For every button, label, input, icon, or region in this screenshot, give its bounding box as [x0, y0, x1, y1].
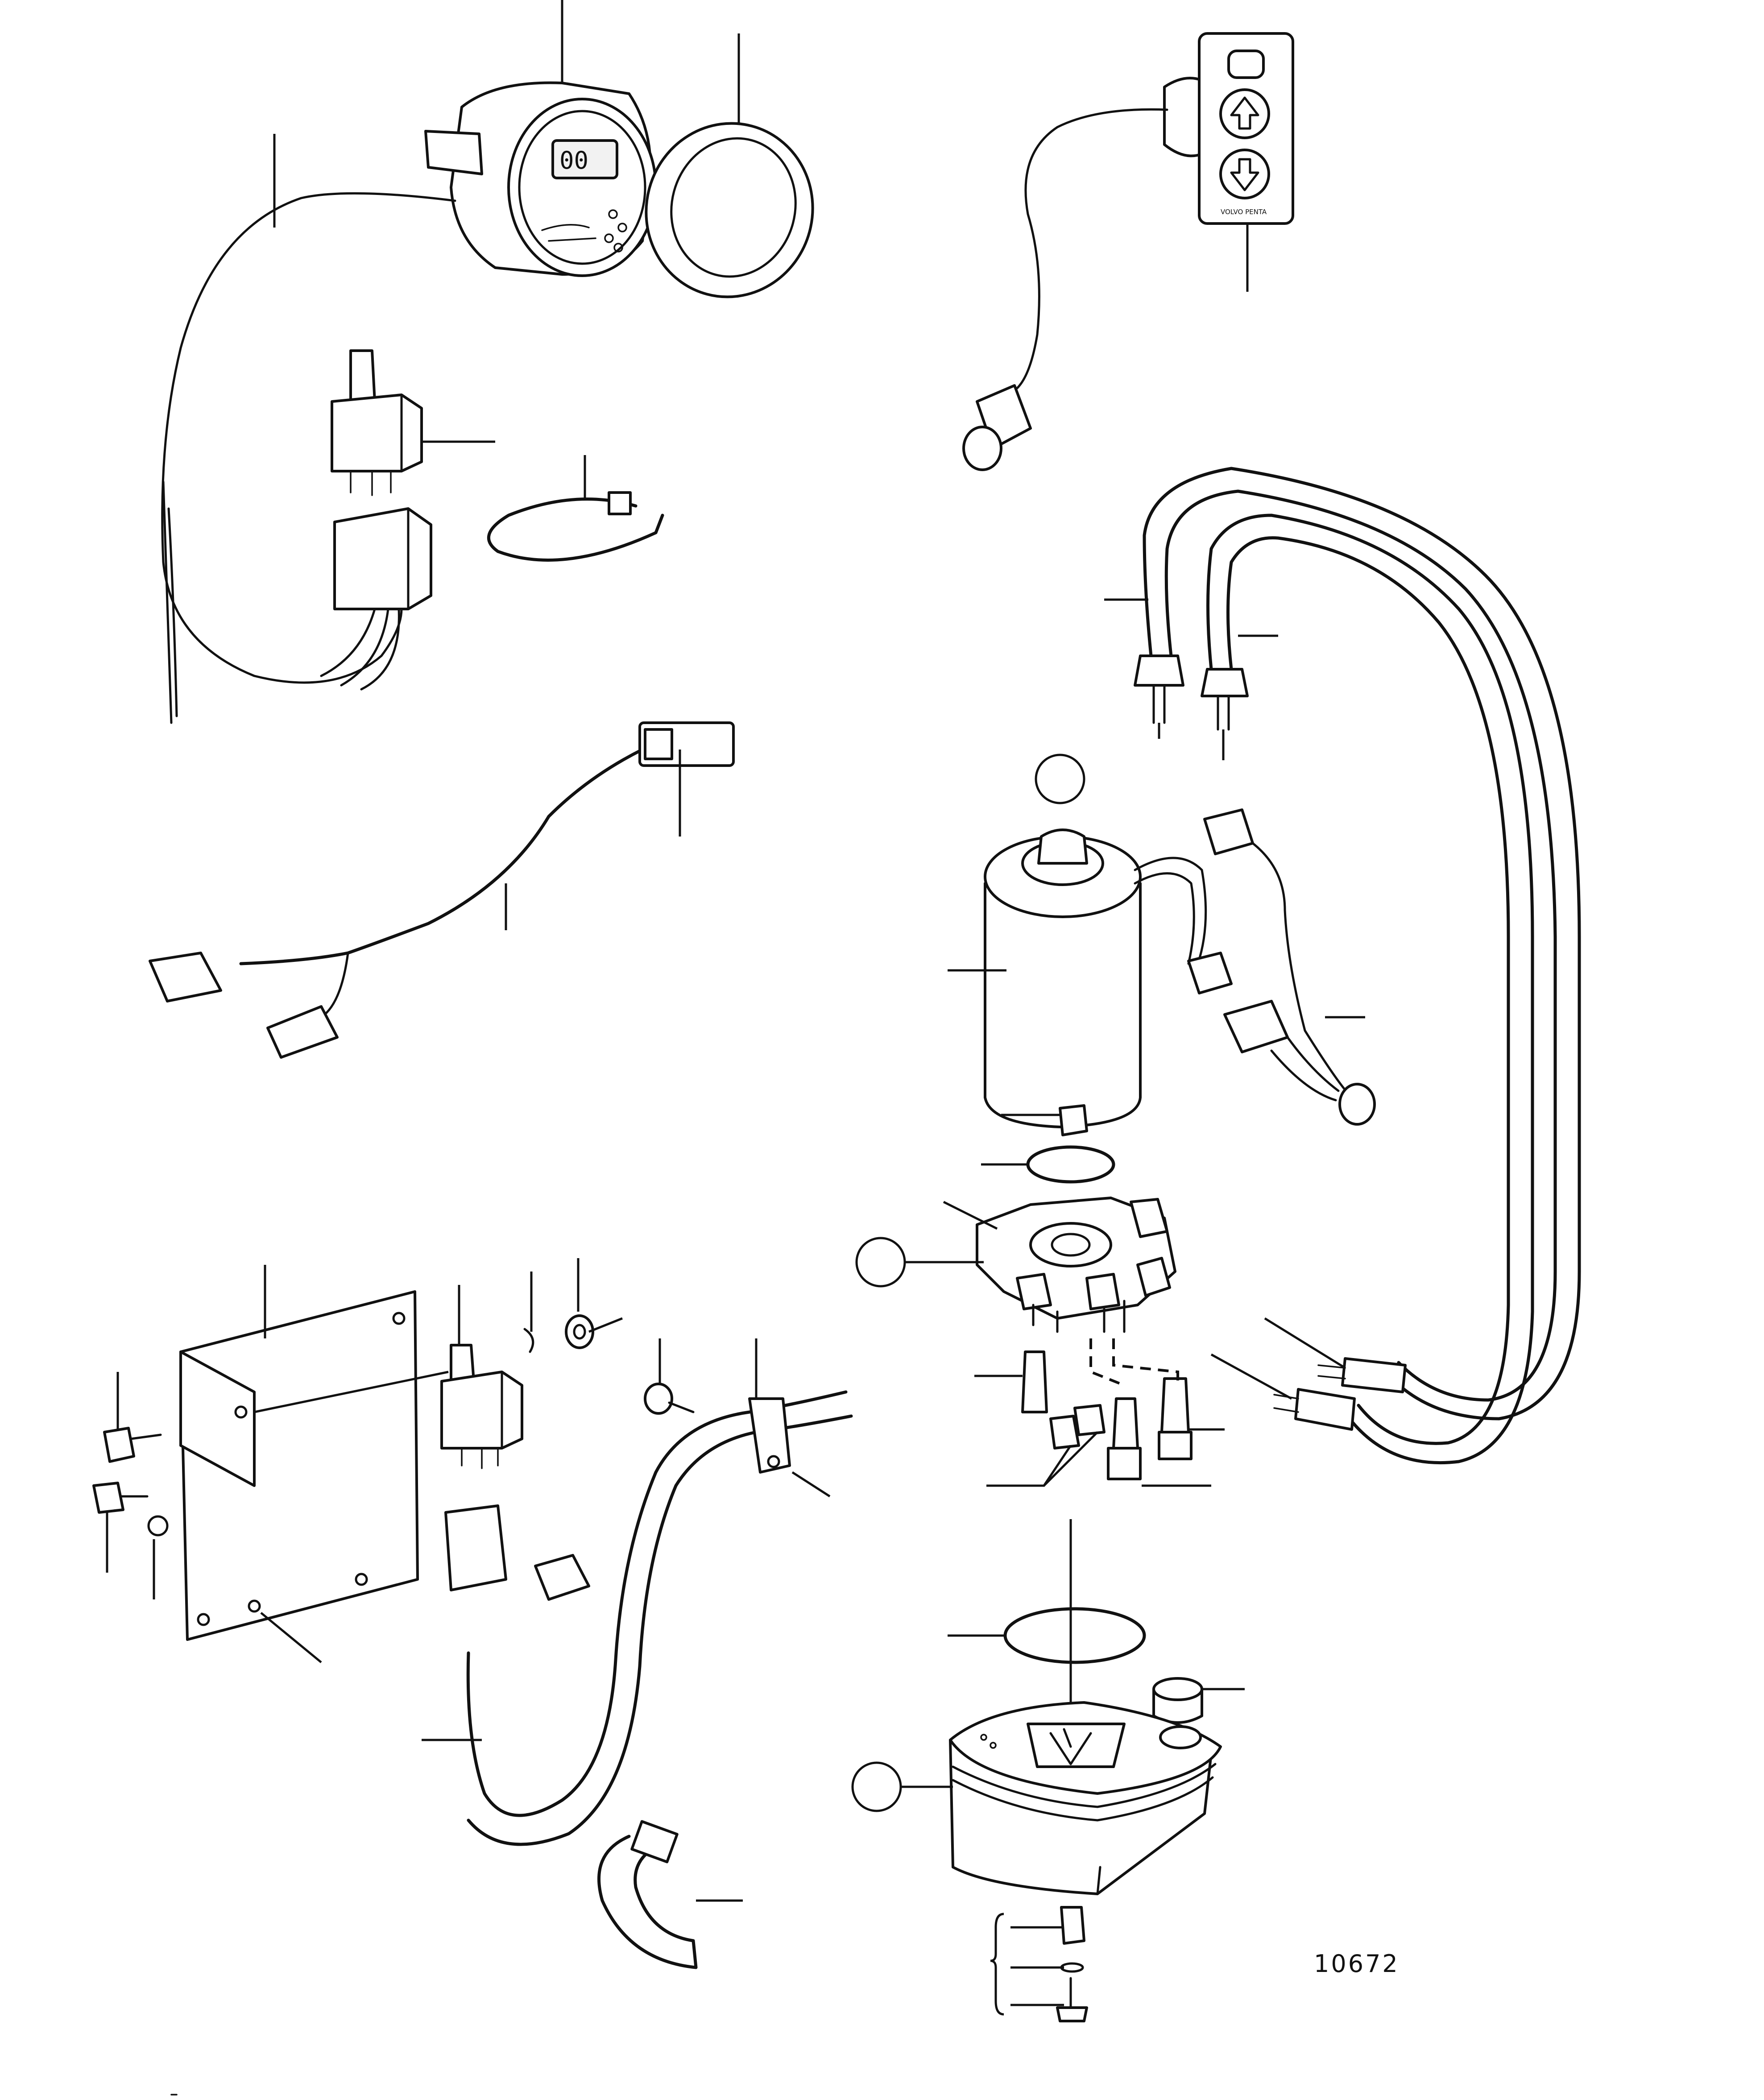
bolt [104, 1428, 161, 1462]
trim-panel-brand: VOLVO PENTA [1221, 208, 1267, 216]
drain-bolt-kit [1057, 1907, 1087, 2021]
bolt-2 [94, 1483, 147, 1512]
o-ring [1028, 1147, 1114, 1182]
mounting-bracket [181, 1292, 418, 1640]
gauge-bezel-ring [627, 105, 832, 316]
callout-circle-2 [857, 1238, 905, 1286]
relay-2 [442, 1345, 522, 1468]
gauge-display-readout: 00 [559, 146, 588, 174]
nut [566, 1316, 593, 1348]
trim-pump-motor [985, 810, 1375, 1127]
trim-instrument: 00 [162, 83, 656, 683]
reservoir-o-ring [1005, 1609, 1144, 1662]
screw [645, 1384, 693, 1413]
cable-harness-2 [446, 1392, 851, 1844]
valve-fittings [1023, 1338, 1191, 1479]
cable-tie [489, 493, 663, 560]
hydraulic-hoses [1135, 468, 1579, 1463]
valve-body [977, 1198, 1175, 1332]
gauge-display [553, 141, 617, 178]
oil-reservoir [950, 1702, 1221, 1894]
coupling [1060, 1106, 1087, 1135]
wiring-harness [150, 723, 733, 1057]
callout-circle-3 [853, 1763, 901, 1811]
trim-switch-panel: VOLVO PENTA [964, 33, 1293, 470]
filler-cap [1154, 1678, 1202, 1723]
spring-clip [525, 1329, 533, 1352]
cable-tie-2 [599, 1822, 696, 1967]
control-unit [321, 509, 431, 689]
relay [332, 351, 422, 495]
callout-circle [1036, 755, 1084, 803]
figure-reference-number: 10672 [1314, 1950, 1400, 1978]
